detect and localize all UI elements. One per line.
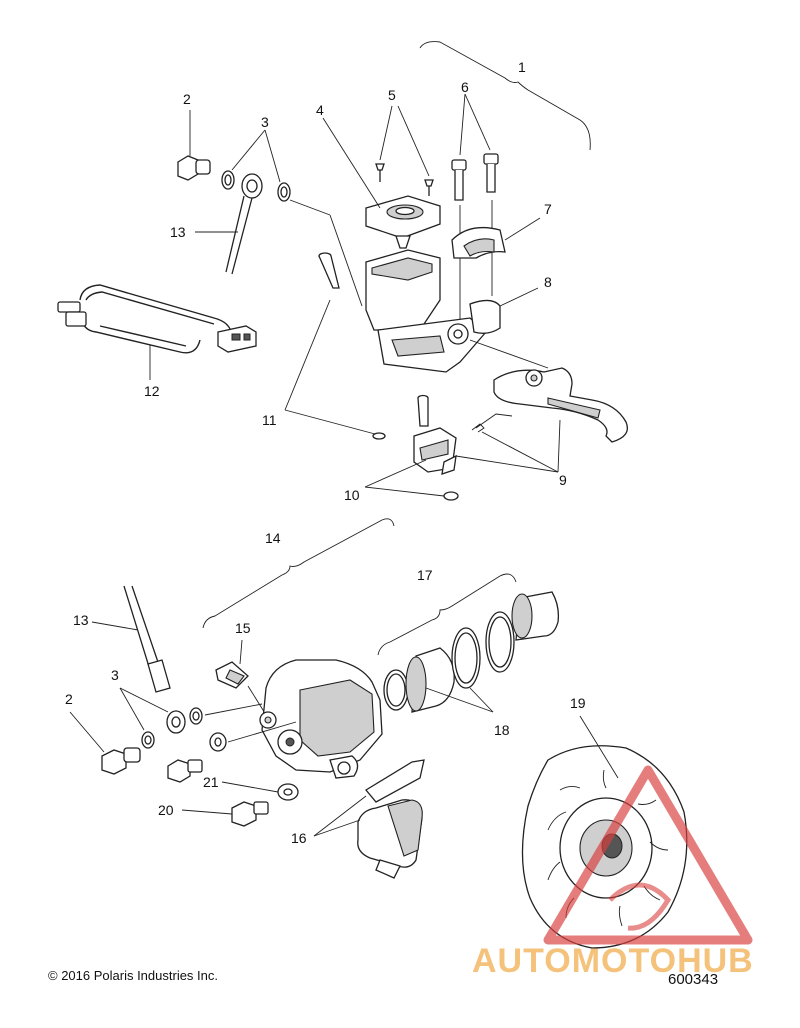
callout-21: 21 [203, 774, 219, 790]
callout-11: 11 [262, 412, 277, 428]
bracket-1 [419, 41, 591, 151]
pivot-pin [318, 252, 340, 289]
bleeder-valve [215, 661, 249, 689]
lever-pivot-pin [417, 394, 429, 427]
callout-8: 8 [544, 274, 552, 290]
callout-16: 16 [291, 830, 307, 846]
callout-13-lower: 13 [73, 612, 89, 628]
callout-19: 19 [570, 695, 586, 711]
callout-14: 14 [265, 530, 281, 546]
callout-3-upper: 3 [261, 114, 269, 130]
brake-switch [413, 427, 457, 475]
crush-washers-lower [141, 707, 203, 749]
callout-9: 9 [559, 472, 567, 488]
washer-upper-caliper-hole [214, 737, 222, 747]
callout-4: 4 [316, 102, 324, 118]
brake-pads [357, 799, 423, 879]
master-cylinder-body [365, 249, 501, 373]
caliper-bolt-20 [231, 801, 269, 827]
caliper-piston-seals [383, 591, 560, 713]
washer-21-hole [283, 788, 293, 796]
callout-1: 1 [518, 59, 526, 75]
callout-10: 10 [344, 487, 360, 503]
pad-spring [365, 759, 425, 803]
brake-switch-harness [57, 284, 257, 354]
brake-caliper [259, 659, 383, 779]
callout-7: 7 [544, 201, 552, 217]
document-number: 600343 [668, 971, 718, 988]
reservoir-cap [365, 195, 441, 249]
cap-screws [375, 163, 434, 196]
callout-20: 20 [158, 802, 174, 818]
brake-lever [493, 367, 629, 443]
callout-5: 5 [388, 87, 396, 103]
caliper-mount-bolt [167, 759, 203, 783]
callout-15: 15 [235, 620, 251, 636]
brake-line-upper [225, 173, 263, 275]
callout-13-upper: 13 [170, 224, 186, 240]
callout-6: 6 [461, 79, 469, 95]
handlebar-clamp [451, 226, 506, 259]
callout-2-lower: 2 [65, 691, 73, 707]
banjo-bolt-lower [101, 747, 141, 775]
brake-line-lower [123, 585, 186, 734]
banjo-bolt-upper [177, 155, 211, 181]
callout-2-upper: 2 [183, 91, 191, 107]
watermark-text: AUTOMOTOHUB [472, 942, 754, 980]
bracket-14 [202, 518, 395, 629]
clamp-bolts [451, 153, 499, 201]
callout-17: 17 [417, 567, 433, 583]
callout-3-lower: 3 [111, 667, 119, 683]
crush-washers-upper [221, 170, 291, 202]
watermark-logo [543, 765, 753, 945]
return-spring [471, 413, 513, 433]
o-ring-11 [372, 432, 386, 440]
copyright-notice: © 2016 Polaris Industries Inc. [48, 968, 218, 983]
callout-18: 18 [494, 722, 510, 738]
o-ring-10 [443, 491, 459, 501]
callout-12: 12 [144, 383, 160, 399]
bracket-17 [377, 573, 517, 656]
